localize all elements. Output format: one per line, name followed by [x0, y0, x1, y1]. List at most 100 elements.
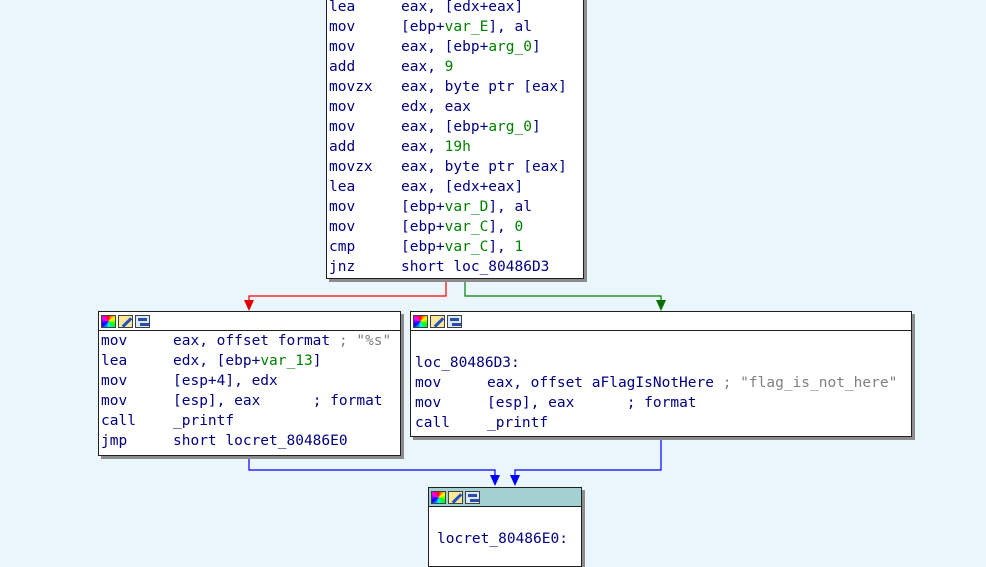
instruction-line[interactable]: jnz short loc_80486D3 [327, 257, 583, 277]
number-literal: 0 [514, 219, 524, 235]
graph-edges [244, 279, 666, 486]
mnemonic: jmp [101, 433, 128, 449]
group-nodes-icon[interactable] [465, 490, 480, 504]
comment: ; "flag_is_not_here" [722, 375, 898, 391]
mnemonic: add [329, 139, 356, 155]
operand: [ebp+ [401, 19, 445, 35]
mnemonic: call [101, 413, 136, 429]
color-palette-icon[interactable] [101, 314, 116, 328]
number-literal: 19h [444, 139, 471, 155]
edge-false[interactable] [248, 279, 447, 300]
operand: [esp], eax [487, 395, 627, 411]
mnemonic: mov [329, 199, 356, 215]
number-literal: 9 [444, 59, 454, 75]
operand: short locret_80486E0 [173, 433, 348, 449]
arrow-true [656, 300, 666, 311]
operand: [ebp+ [401, 199, 445, 215]
group-nodes-icon[interactable] [447, 314, 462, 328]
operand: [esp], eax [173, 393, 313, 409]
block-header-selected [429, 488, 581, 507]
variable-ref: var_D [444, 199, 489, 215]
operand-tail: ] [531, 119, 541, 135]
mnemonic: movzx [329, 79, 373, 95]
mnemonic: cmp [329, 239, 356, 255]
mnemonic: mov [329, 119, 356, 135]
group-nodes-icon[interactable] [135, 314, 150, 328]
mnemonic: call [415, 415, 450, 431]
instruction-line[interactable]: lea eax, [edx+eax] [327, 177, 583, 197]
instruction-line[interactable]: add eax, 19h [327, 137, 583, 157]
operand-tail: ], [488, 239, 515, 255]
block-header [411, 312, 911, 331]
instruction-line[interactable]: mov[esp+4], edx [99, 371, 400, 391]
operand: eax, [edx+eax] [401, 179, 524, 195]
instruction-line[interactable]: mov [esp], eax ; format [99, 391, 400, 411]
operand-tail: ] [531, 39, 541, 55]
rename-icon[interactable] [118, 314, 133, 328]
edge-true[interactable] [464, 279, 662, 300]
mnemonic: mov [415, 375, 442, 391]
code-block-right[interactable]: loc_80486D3: mov eax, offset aFlagIsNotHe… [410, 311, 912, 437]
instruction-line[interactable]: call_printf [99, 411, 400, 431]
operand: eax, [401, 139, 445, 155]
operand-tail: ], al [488, 19, 532, 35]
operand: eax, offset aFlagIsNotHere [487, 375, 723, 391]
instruction-line[interactable]: mov[ebp+var_E], al [327, 17, 583, 37]
mnemonic: mov [329, 39, 356, 55]
mnemonic: jnz [329, 259, 356, 275]
blank-line [411, 331, 911, 353]
location-label[interactable]: loc_80486D3: [415, 355, 520, 371]
mnemonic: lea [329, 0, 356, 15]
comment: ; format [312, 393, 383, 409]
mnemonic: mov [415, 395, 442, 411]
mnemonic: movzx [329, 159, 373, 175]
instruction-line[interactable]: mov[ebp+var_C], 0 [327, 217, 583, 237]
operand-tail: ], [488, 219, 515, 235]
color-palette-icon[interactable] [413, 314, 428, 328]
code-block-bottom[interactable]: locret_80486E0: [428, 487, 582, 567]
rename-icon[interactable] [430, 314, 445, 328]
operand: _printf [487, 415, 549, 431]
edge-left-to-bottom[interactable] [248, 456, 496, 476]
mnemonic: mov [101, 393, 128, 409]
instruction-list: mov eax, offset aFlagIsNotHere ; "flag_is… [411, 373, 911, 433]
edge-right-to-bottom[interactable] [514, 437, 662, 476]
comment: ; "%s" [338, 333, 392, 349]
mnemonic: lea [101, 353, 128, 369]
operand-tail: ], al [488, 199, 532, 215]
operand: eax, [ebp+ [401, 39, 489, 55]
arrow-right-to-bottom [510, 475, 520, 486]
instruction-line[interactable]: mov [esp], eax ; format [413, 393, 911, 413]
instruction-line[interactable]: mov [ebp+var_D], al [327, 197, 583, 217]
instruction-line[interactable]: call _printf [413, 413, 911, 433]
operand: eax, [401, 59, 445, 75]
variable-ref: var_C [444, 219, 489, 235]
rename-icon[interactable] [448, 490, 463, 504]
operand: short loc_80486D3 [401, 259, 550, 275]
instruction-line[interactable]: jmp short locret_80486E0 [99, 431, 400, 451]
variable-ref: var_13 [260, 353, 313, 369]
color-palette-icon[interactable] [431, 490, 446, 504]
comment: ; format [626, 395, 697, 411]
location-label[interactable]: locret_80486E0: [437, 531, 568, 547]
instruction-line[interactable]: mov eax, offset aFlagIsNotHere ; "flag_is… [413, 373, 911, 393]
mnemonic: mov [101, 373, 128, 389]
variable-ref: var_C [444, 239, 489, 255]
instruction-line[interactable]: cmp[ebp+var_C], 1 [327, 237, 583, 257]
arrow-left-to-bottom [490, 475, 500, 486]
operand: eax, offset format [173, 333, 339, 349]
mnemonic: lea [329, 179, 356, 195]
operand: [ebp+ [401, 219, 445, 235]
